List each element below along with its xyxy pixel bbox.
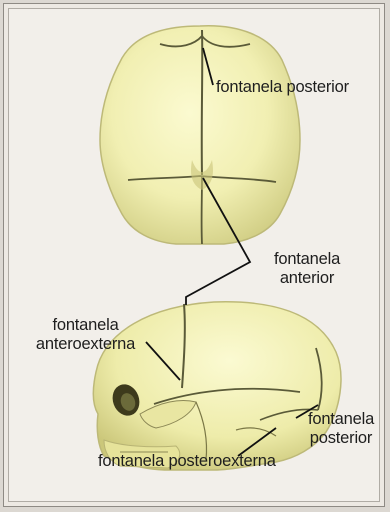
label-anteroexterna-line2: anteroexterna xyxy=(18,335,153,354)
label-side-posterior: fontanela posterior xyxy=(300,410,382,448)
label-anteroexterna-line1: fontanela xyxy=(18,316,153,335)
label-anterior-line2: anterior xyxy=(262,269,352,288)
label-side-posterior-line2: posterior xyxy=(300,429,382,448)
sagittal-suture xyxy=(202,30,203,175)
skull-top-outline xyxy=(100,26,300,244)
skull-top-view xyxy=(100,26,300,244)
label-anteroexterna: fontanela anteroexterna xyxy=(18,316,153,354)
label-top-posterior: fontanela posterior xyxy=(216,78,349,97)
label-side-posterior-line1: fontanela xyxy=(300,410,382,429)
label-anterior-line1: fontanela xyxy=(262,250,352,269)
label-posteroexterna: fontanela posteroexterna xyxy=(98,452,276,471)
label-anterior: fontanela anterior xyxy=(262,250,352,288)
